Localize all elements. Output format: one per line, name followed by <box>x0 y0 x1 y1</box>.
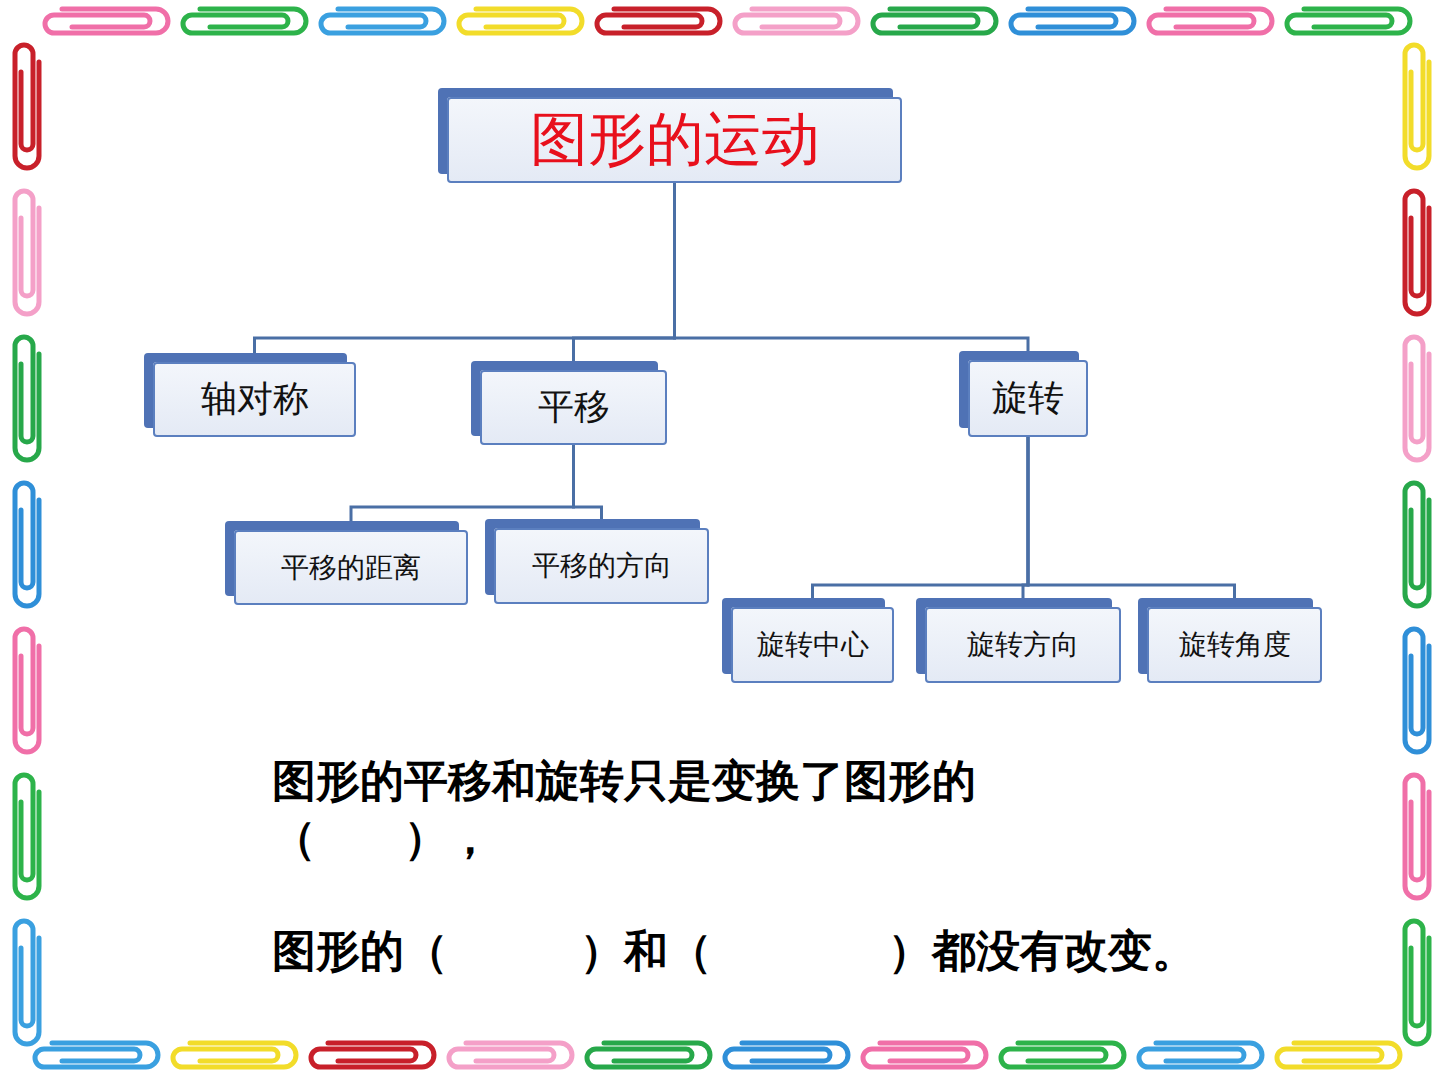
tree-connector <box>1028 437 1235 607</box>
paperclip <box>15 629 39 752</box>
category-box: 平移 <box>480 370 667 445</box>
paperclip <box>597 9 720 33</box>
paperclip <box>183 9 306 33</box>
fill-blank-text: 图形的平移和旋转只是变换了图形的（ ）， <box>272 752 1102 866</box>
tree-connector <box>574 183 675 370</box>
paperclip <box>1405 921 1429 1044</box>
category-box: 轴对称 <box>153 362 356 437</box>
paperclip <box>1405 191 1429 314</box>
category-box: 旋转 <box>968 360 1088 437</box>
concept-box: 平移的方向 <box>494 528 709 604</box>
paperclip <box>449 1043 572 1067</box>
fill-blank-text: 图形的（ ）和（ ）都没有改变。 <box>272 922 1196 979</box>
paperclip <box>15 483 39 606</box>
paperclip <box>1405 775 1429 898</box>
paperclip <box>1287 9 1410 33</box>
tree-connector <box>351 445 574 530</box>
box-label: 平移的方向 <box>532 549 672 583</box>
paperclip <box>311 1043 434 1067</box>
tree-connector <box>574 445 602 528</box>
concept-box: 旋转角度 <box>1147 607 1322 683</box>
tree-connector <box>255 183 675 362</box>
paperclip <box>15 191 39 314</box>
paperclip <box>1405 337 1429 460</box>
paperclip <box>459 9 582 33</box>
tree-connector <box>813 437 1029 607</box>
box-label: 图形的运动 <box>530 105 820 175</box>
tree-connector <box>675 183 1029 360</box>
paperclip <box>863 1043 986 1067</box>
paperclip <box>15 775 39 898</box>
paperclip <box>15 45 39 168</box>
box-label: 旋转 <box>992 377 1064 420</box>
paperclip <box>1001 1043 1124 1067</box>
box-label: 平移 <box>538 386 610 429</box>
paperclip <box>1011 9 1134 33</box>
paperclip <box>1405 483 1429 606</box>
paperclip <box>873 9 996 33</box>
paperclip <box>1277 1043 1400 1067</box>
paperclip <box>15 921 39 1044</box>
concept-box: 平移的距离 <box>234 530 468 605</box>
paperclip <box>1405 629 1429 752</box>
box-label: 轴对称 <box>201 378 309 421</box>
concept-box: 旋转方向 <box>925 607 1121 683</box>
paperclip <box>15 337 39 460</box>
paperclip <box>587 1043 710 1067</box>
paperclip <box>735 9 858 33</box>
box-label: 旋转角度 <box>1179 628 1291 662</box>
paperclip <box>173 1043 296 1067</box>
paperclip <box>35 1043 158 1067</box>
box-label: 平移的距离 <box>281 551 421 585</box>
paperclip <box>1139 1043 1262 1067</box>
box-label: 旋转中心 <box>757 628 869 662</box>
concept-box: 旋转中心 <box>731 607 894 683</box>
paperclip <box>725 1043 848 1067</box>
title-box: 图形的运动 <box>447 97 902 183</box>
box-label: 旋转方向 <box>967 628 1079 662</box>
paperclip <box>321 9 444 33</box>
paperclip <box>1405 45 1429 168</box>
paperclip <box>1149 9 1272 33</box>
paperclip <box>45 9 168 33</box>
